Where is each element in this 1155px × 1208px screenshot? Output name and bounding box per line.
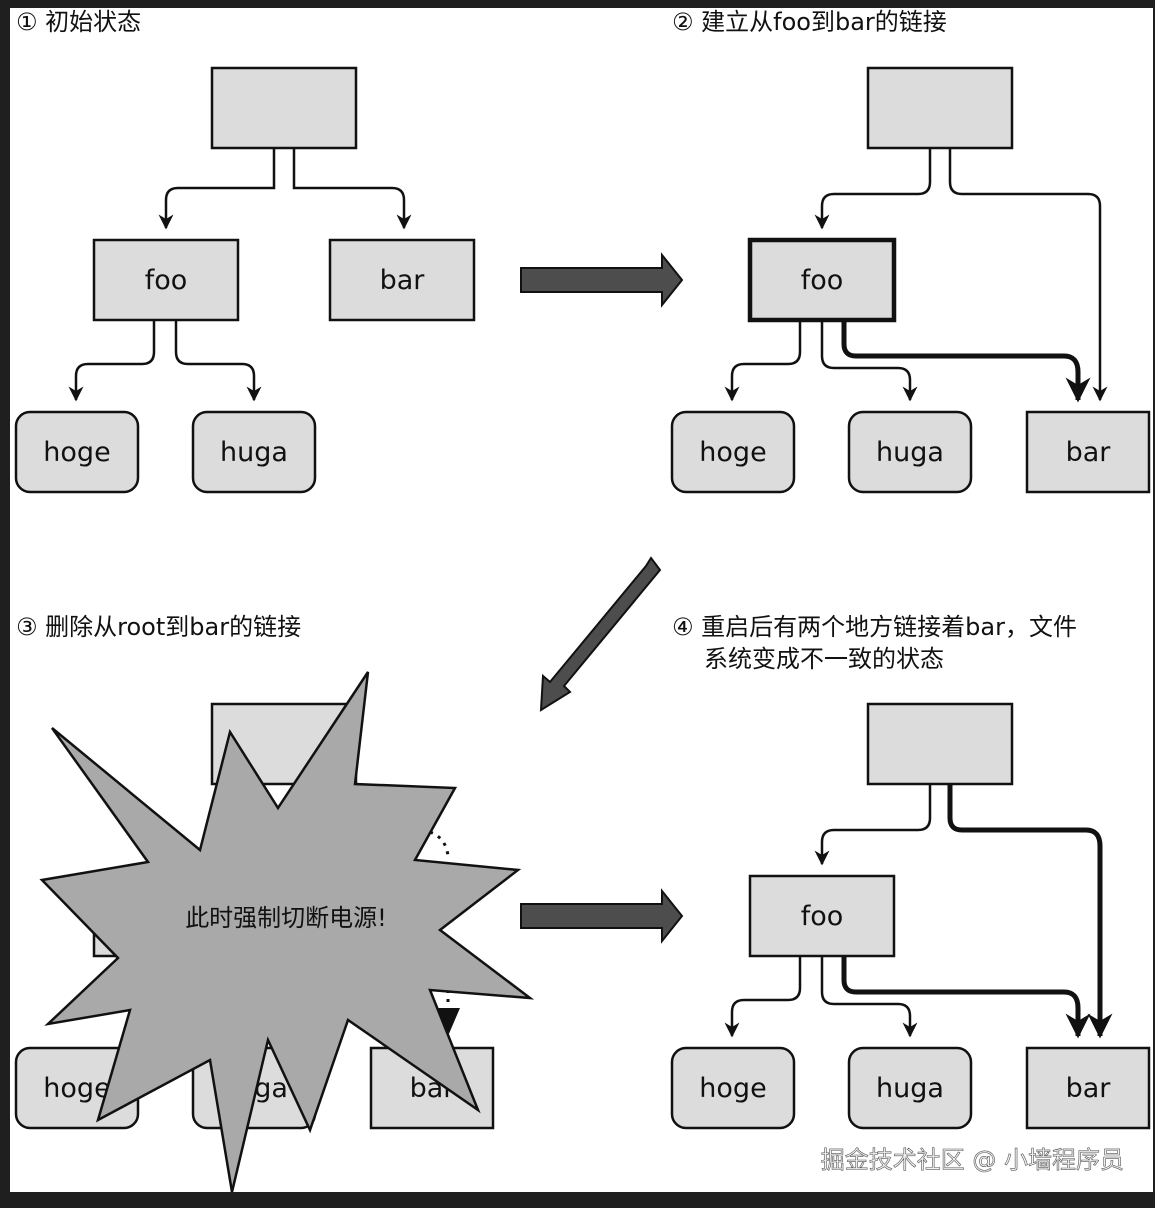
foo-to-bar-new-link-arrow: [841, 320, 1091, 403]
root-to-bar-arrow: [948, 148, 1108, 402]
watermark-text: 掘金技术社区 @ 小墙程序员: [821, 1146, 1124, 1174]
hoge-label: hoge: [699, 1073, 766, 1104]
panel-4-caption-line2: 系统变成不一致的状态: [704, 645, 944, 673]
foo-to-huga-arrow: [820, 956, 918, 1038]
panel-1-initial-state: ① 初始状态 foo bar hoge huga: [14, 8, 476, 494]
hoge-label: hoge: [43, 437, 110, 468]
hoge-label: hoge: [699, 437, 766, 468]
dotted-root-to-bar-path: [429, 830, 450, 857]
panel-4-inconsistent-state: ④ 重启后有两个地方链接着bar，文件 系统变成不一致的状态 foo hoge …: [670, 613, 1151, 1130]
transition-arrow-right-top: [520, 252, 684, 308]
hoge-box: [14, 410, 140, 494]
foo-to-huga-arrow: [174, 320, 262, 402]
root-to-foo-arrow: [814, 148, 932, 230]
huga-label: huga: [876, 437, 944, 468]
root-to-bar-arrow: [292, 148, 412, 230]
panel-2-create-link: ② 建立从foo到bar的链接 foo hoge huga bar: [670, 8, 1151, 494]
bar-box: [328, 238, 476, 322]
huga-box: [191, 410, 317, 494]
foo-label: foo: [145, 265, 188, 296]
root-to-bar-arrow: [947, 784, 1113, 1039]
foo-label: foo: [801, 265, 844, 296]
explosion-text: 此时强制切断电源!: [185, 904, 387, 932]
foo-to-hoge-arrow: [68, 320, 156, 402]
transition-arrow-right-bottom: [520, 888, 684, 944]
bar-label: bar: [380, 265, 426, 296]
hoge-label: hoge: [43, 1073, 110, 1104]
foo-to-bar-arrow: [841, 956, 1091, 1039]
hoge-box: [670, 1046, 796, 1130]
huga-box: [847, 1046, 973, 1130]
root-box: [866, 702, 1014, 786]
foo-box: [92, 238, 240, 322]
hoge-box: [670, 410, 796, 494]
foo-to-hoge-arrow: [724, 320, 802, 402]
bar-label: bar: [1066, 437, 1112, 468]
huga-label: huga: [876, 1073, 944, 1104]
foo-label: foo: [801, 901, 844, 932]
foo-to-hoge-arrow: [724, 956, 802, 1038]
root-to-foo-arrow: [158, 148, 276, 230]
foo-box: [748, 874, 896, 958]
dotted-bar-arrow-head: [436, 1008, 460, 1036]
panel-3-delete-link: ③ 删除从root到bar的链接 hoge huga bar 此时强制切断电源!: [14, 613, 535, 1193]
panel-2-caption: ② 建立从foo到bar的链接: [672, 8, 947, 36]
power-failure-explosion: [39, 671, 535, 1193]
huga-box: [847, 410, 973, 494]
bar-label: bar: [1066, 1073, 1112, 1104]
root-box: [866, 66, 1014, 150]
panel-1-caption: ① 初始状态: [16, 8, 141, 36]
root-box: [210, 66, 358, 150]
panel-3-caption: ③ 删除从root到bar的链接: [16, 613, 301, 641]
bar-box: [1025, 410, 1151, 494]
root-to-foo-arrow: [814, 784, 932, 866]
panel-4-caption-line1: ④ 重启后有两个地方链接着bar，文件: [672, 613, 1077, 641]
foo-to-huga-arrow: [820, 320, 918, 402]
huga-label: huga: [220, 437, 288, 468]
transition-arrow-diagonal: [539, 556, 662, 712]
foo-box-highlighted: [747, 237, 897, 323]
bar-box: [1025, 1046, 1151, 1130]
